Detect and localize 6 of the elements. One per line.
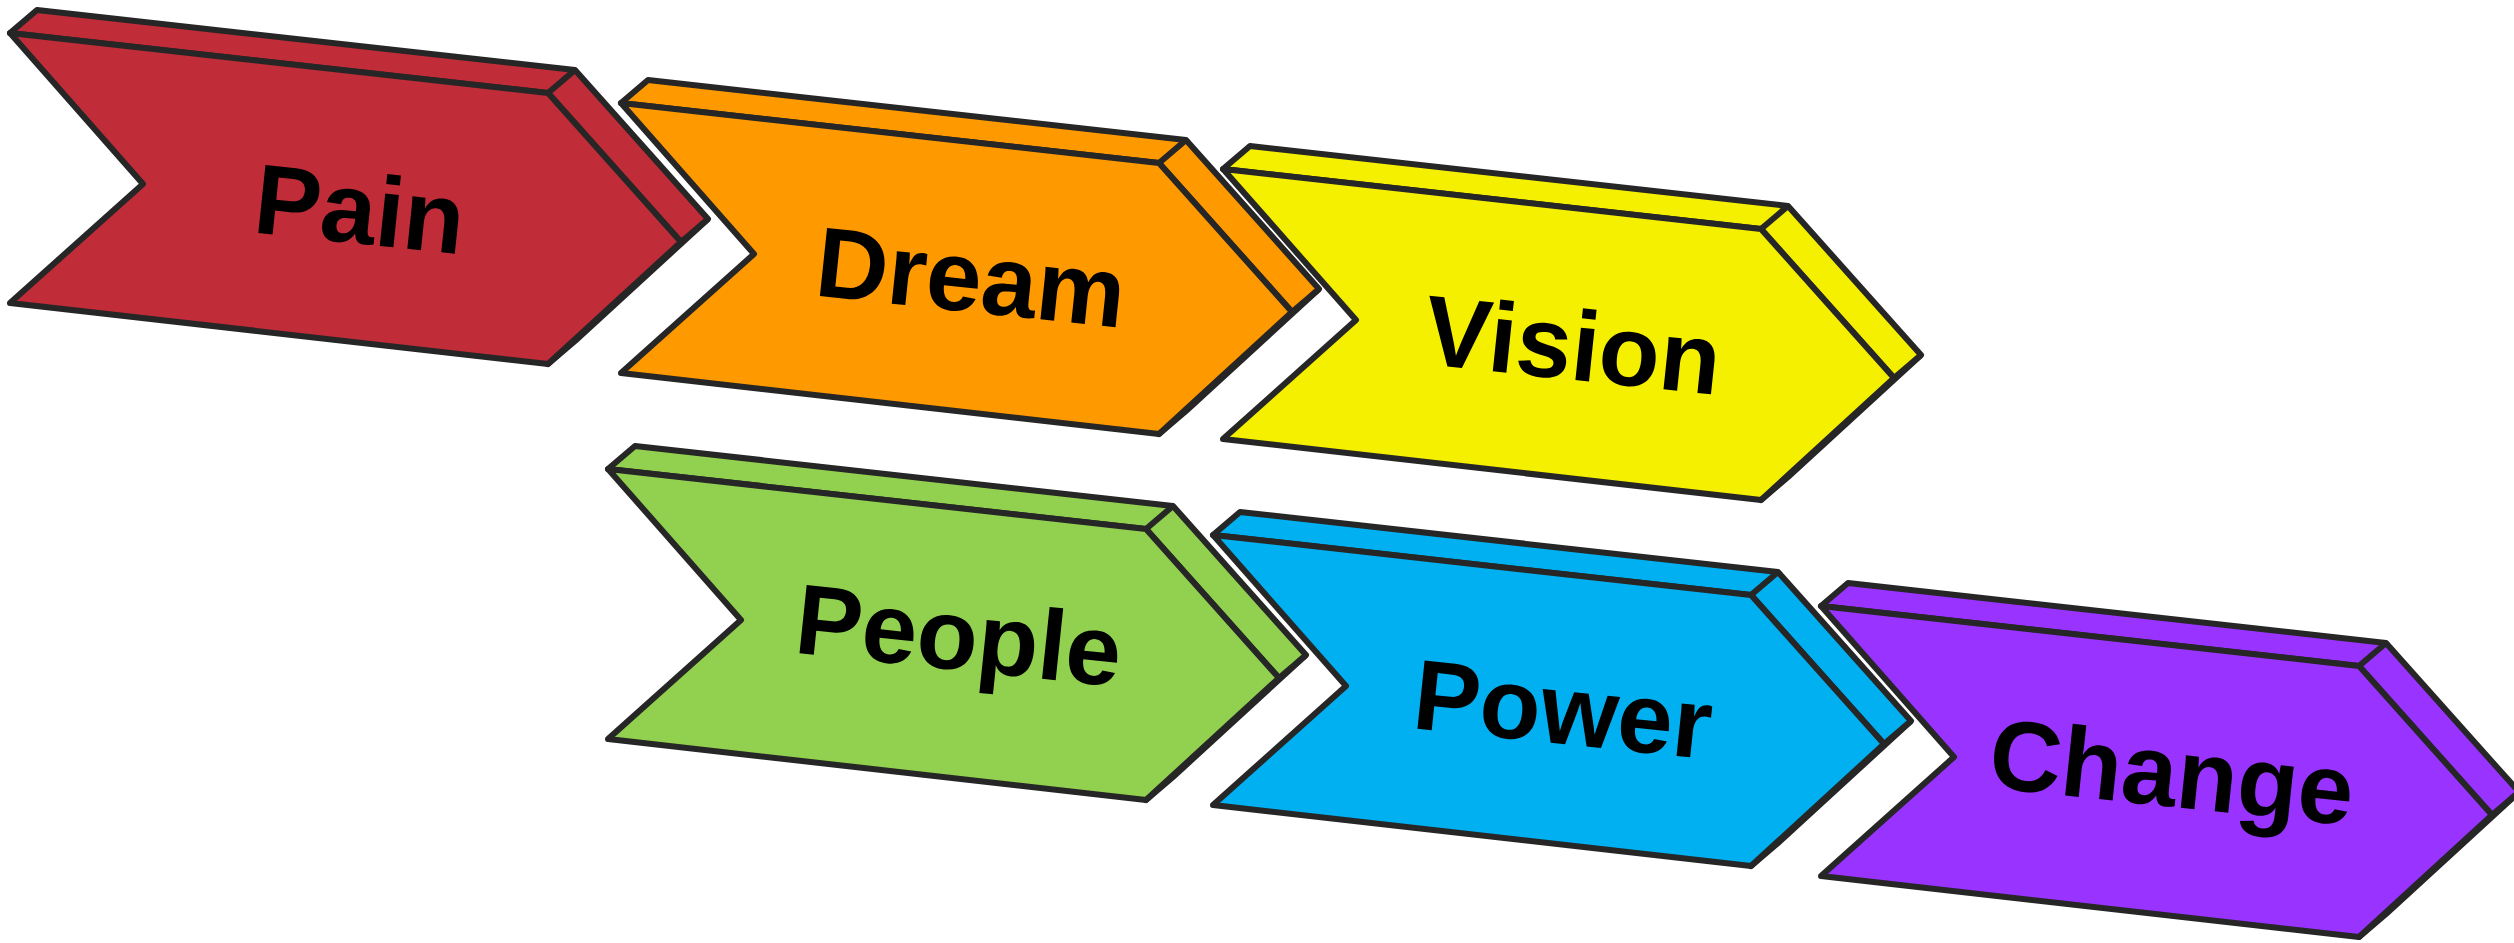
chevron-banner: Dream [618, 77, 1322, 437]
chevron-banner: Vision [1220, 143, 1925, 503]
chevron-banner: Pain [7, 7, 711, 367]
chevron-banner: Change [1818, 580, 2514, 940]
chevron-banner: Power [1210, 509, 1915, 869]
chevron-banner: People [605, 443, 1309, 803]
